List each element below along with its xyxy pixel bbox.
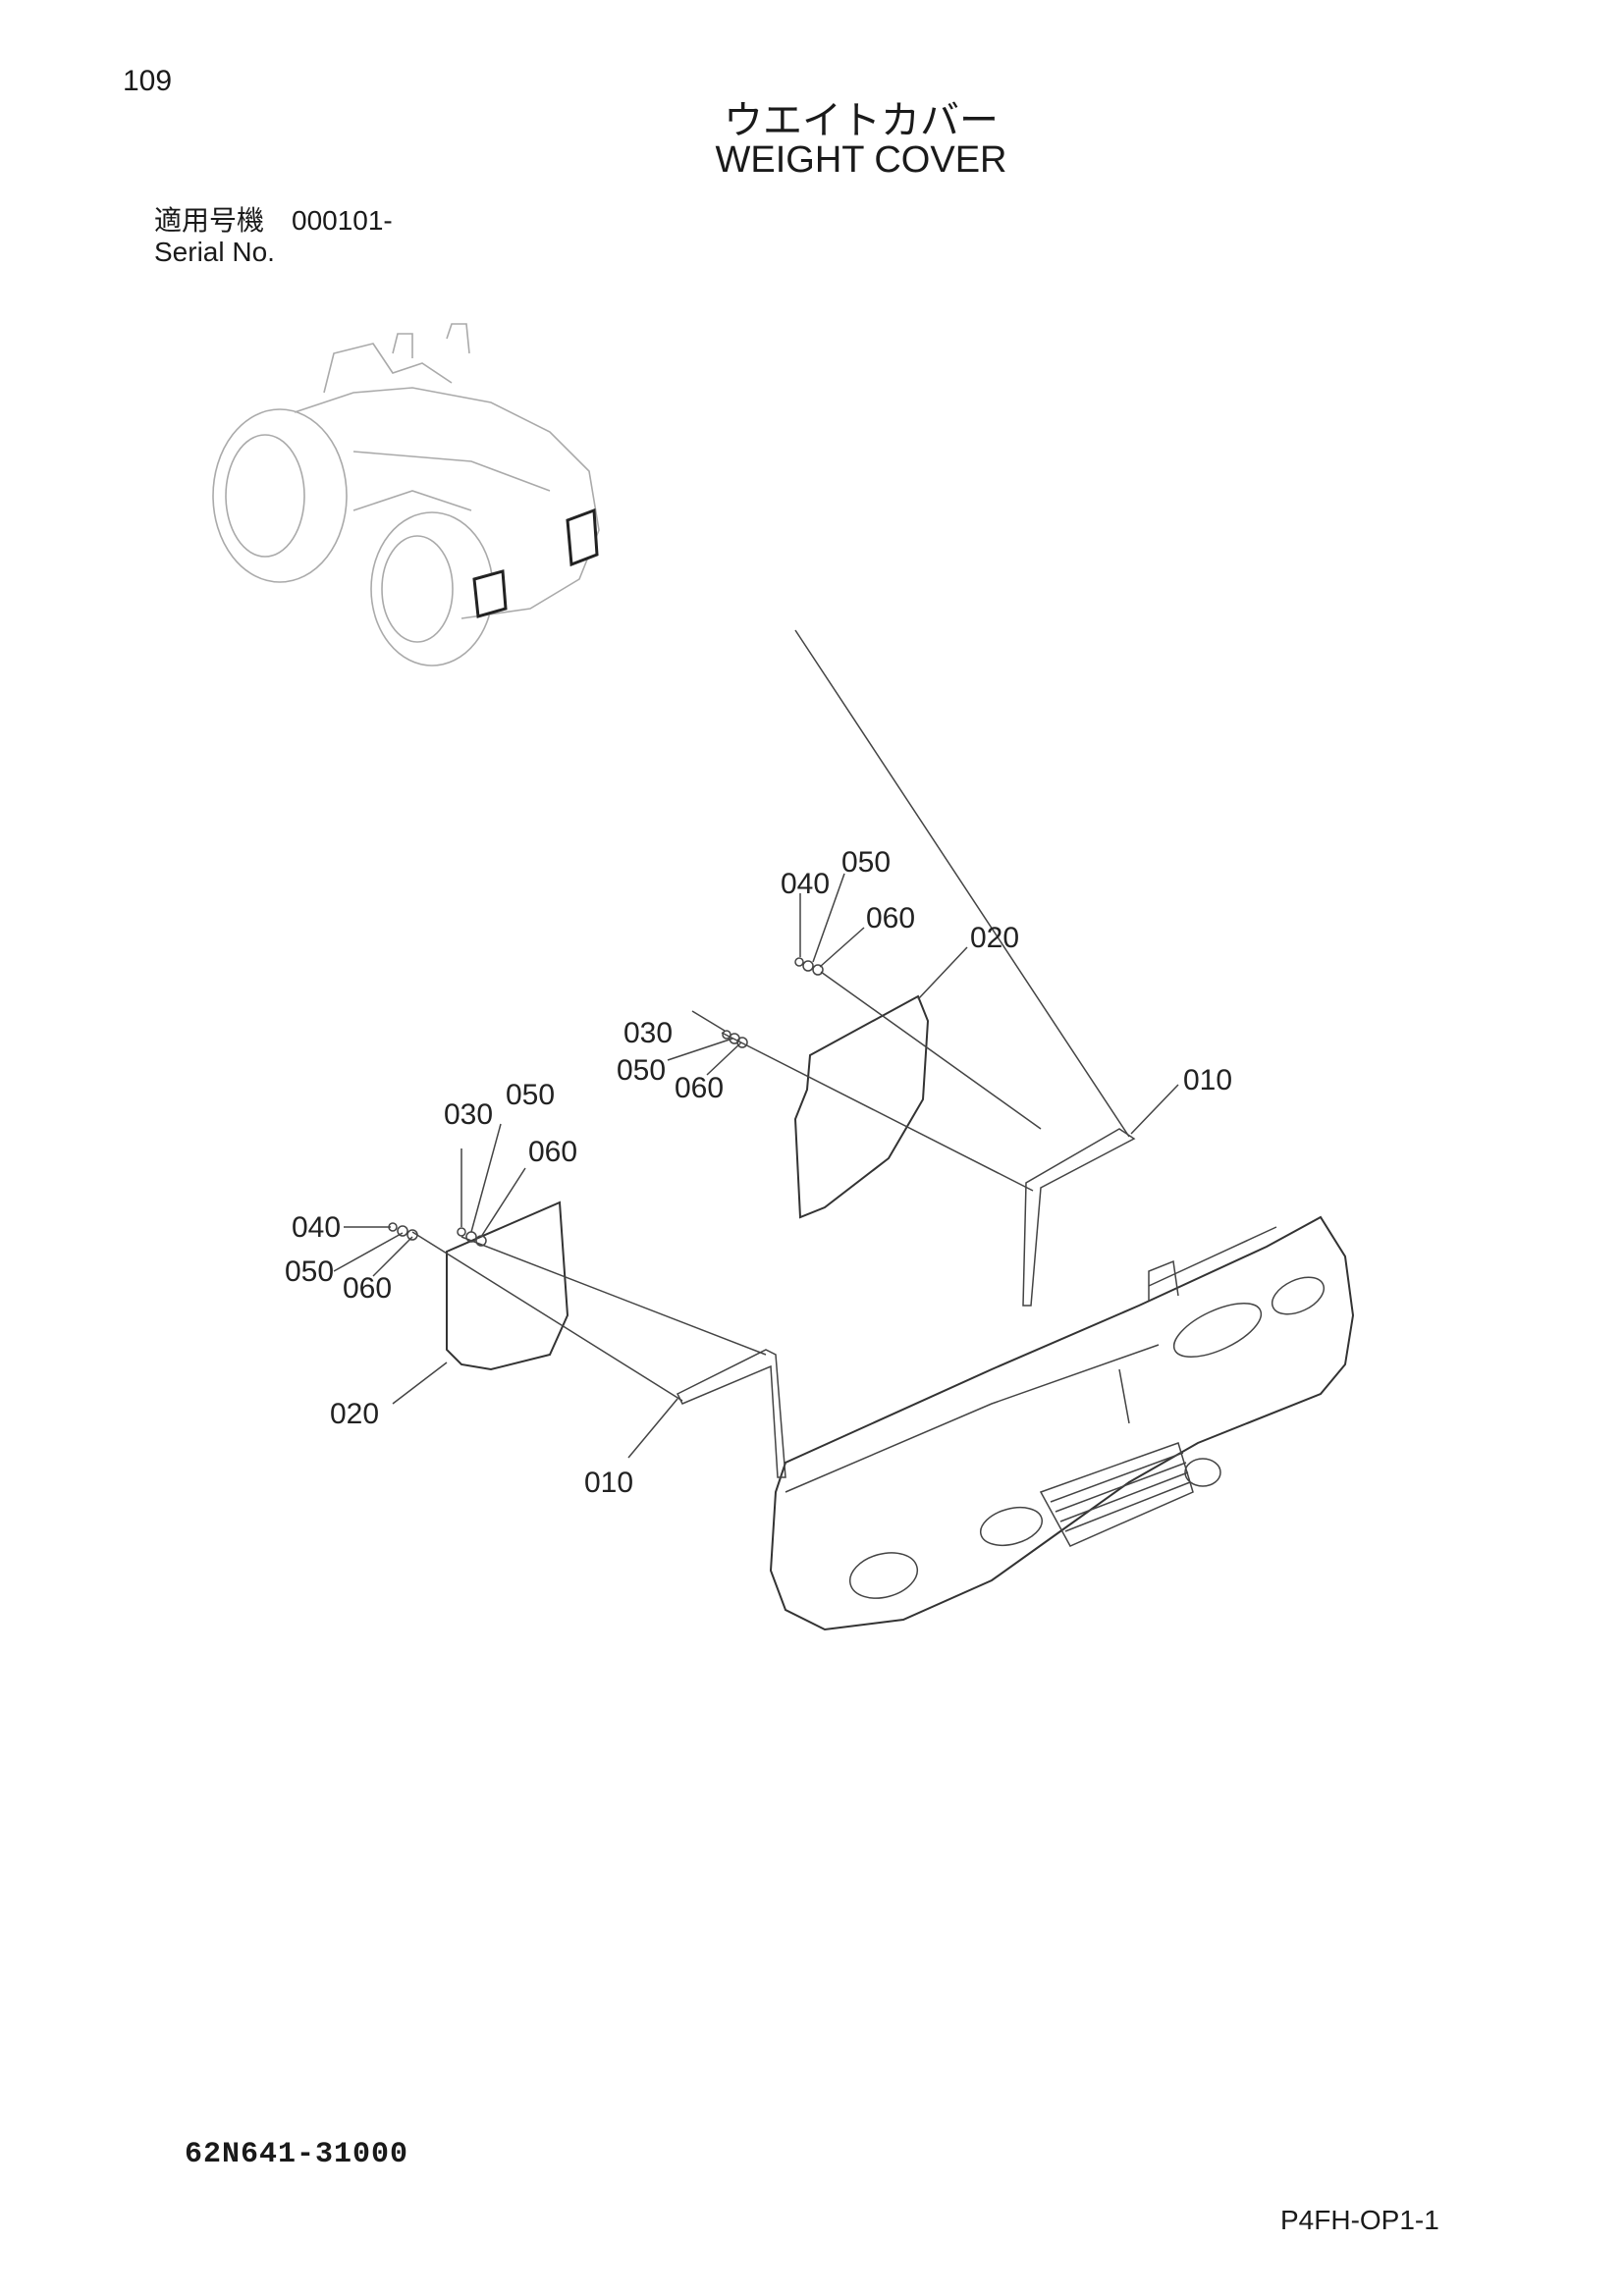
page-number: 109	[123, 65, 173, 97]
callout-050: 050	[617, 1054, 666, 1087]
callout-050: 050	[506, 1079, 555, 1111]
serial-applicable-japanese: 適用号機 000101-	[154, 205, 393, 236]
callout-040: 040	[292, 1211, 341, 1244]
callout-060: 060	[343, 1272, 392, 1305]
sheet-code: P4FH-OP1-1	[1280, 2205, 1439, 2235]
tractor-location-thumbnail	[212, 323, 600, 667]
serial-label-english: Serial No.	[154, 237, 275, 267]
bracket-010-right	[1022, 1128, 1136, 1307]
callout-060: 060	[866, 902, 915, 934]
front-weight	[769, 1215, 1355, 1631]
callout-060: 060	[675, 1072, 724, 1104]
cover-plate-020-right	[793, 994, 930, 1219]
title-japanese: ウエイトカバー	[724, 99, 999, 142]
part-callouts: 040 050 060 020 030 050 060 010 030 050 …	[285, 846, 1232, 1499]
callout-020: 020	[330, 1398, 379, 1430]
bracket-010-left	[676, 1349, 786, 1478]
cover-assembly-left	[388, 1201, 786, 1478]
callout-030: 030	[444, 1098, 493, 1131]
drawing-number: 62N641-31000	[185, 2138, 409, 2171]
callout-020: 020	[970, 922, 1019, 954]
callout-060: 060	[528, 1136, 577, 1168]
leader-lines	[333, 873, 1179, 1459]
cover-plate-020-left	[446, 1201, 569, 1371]
cover-assembly-right	[721, 629, 1136, 1307]
callout-030: 030	[623, 1017, 673, 1049]
callout-010: 010	[584, 1467, 633, 1499]
title-english: WEIGHT COVER	[715, 139, 1007, 181]
callout-010: 010	[1183, 1064, 1232, 1096]
callout-050: 050	[285, 1255, 334, 1288]
callout-040: 040	[781, 868, 830, 900]
callout-050: 050	[841, 846, 891, 879]
